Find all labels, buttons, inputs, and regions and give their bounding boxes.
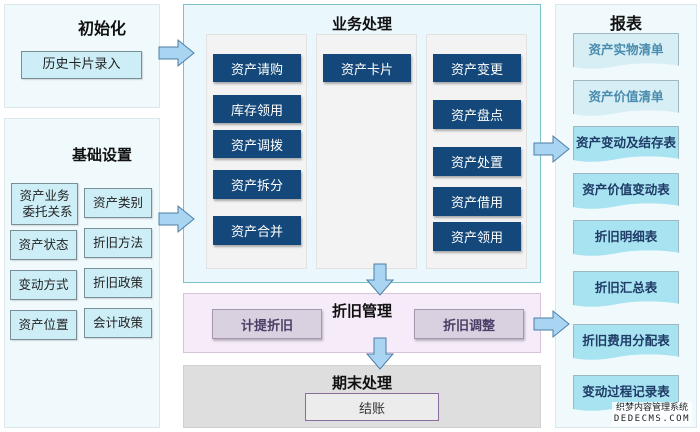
report-label: 折旧费用分配表	[582, 333, 670, 348]
asset-change-button[interactable]: 资产变更	[433, 54, 521, 82]
asset-card-button[interactable]: 资产卡片	[323, 54, 411, 82]
asset-location-button[interactable]: 资产位置	[10, 310, 77, 340]
asset-business-delegation-line2: 委托关系	[22, 204, 73, 219]
report-label: 资产变动及结存表	[575, 135, 676, 150]
watermark-line1: 织梦内容管理系统	[615, 403, 688, 414]
asset-transfer-button[interactable]: 资产调拨	[213, 130, 301, 158]
watermark-line2: DEDECMS.COM	[613, 414, 690, 425]
asset-borrow-button[interactable]: 资产借用	[433, 187, 521, 216]
report-asset-value-change[interactable]: 资产价值变动表	[573, 173, 679, 203]
arrow-right-icon	[533, 309, 570, 339]
report-depreciation-detail[interactable]: 折旧明细表	[573, 220, 679, 250]
report-label: 折旧明细表	[594, 229, 658, 244]
report-asset-change-balance[interactable]: 资产变动及结存表	[573, 126, 679, 156]
arrow-right-icon	[533, 134, 570, 164]
asset-disposal-button[interactable]: 资产处置	[433, 147, 521, 176]
asset-inventory-check-button[interactable]: 资产盘点	[433, 100, 521, 129]
accrue-depreciation-button[interactable]: 计提折旧	[212, 309, 322, 339]
report-label: 资产实物清单	[588, 42, 664, 57]
report-asset-physical-list[interactable]: 资产实物清单	[573, 33, 679, 63]
inventory-collection-button[interactable]: 库存领用	[213, 95, 301, 123]
asset-business-delegation-button[interactable]: 资产业务 委托关系	[11, 183, 78, 225]
asset-status-button[interactable]: 资产状态	[10, 230, 77, 260]
depreciation-adjustment-button[interactable]: 折旧调整	[414, 309, 524, 339]
arrow-down-icon	[365, 263, 395, 296]
business-processing-title: 业务处理	[331, 15, 392, 33]
reports-panel: 报表	[555, 4, 697, 428]
report-label: 资产价值变动表	[582, 182, 670, 197]
report-change-process-record[interactable]: 变动过程记录表	[573, 375, 679, 405]
arrow-down-icon	[365, 337, 395, 370]
init-title: 初始化	[77, 19, 126, 38]
depreciation-management-title: 折旧管理	[331, 302, 392, 320]
report-label: 折旧汇总表	[594, 280, 658, 295]
asset-requisition-button[interactable]: 资产请购	[213, 54, 301, 82]
history-card-entry-button[interactable]: 历史卡片录入	[21, 51, 142, 79]
accounting-policy-button[interactable]: 会计政策	[84, 308, 152, 338]
report-depreciation-allocation[interactable]: 折旧费用分配表	[573, 324, 679, 354]
depreciation-policy-button[interactable]: 折旧政策	[84, 268, 152, 298]
reports-title: 报表	[609, 14, 642, 33]
close-period-button[interactable]: 结账	[305, 393, 439, 421]
asset-collection-button[interactable]: 资产领用	[433, 222, 521, 251]
period-end-title: 期末处理	[331, 374, 392, 392]
report-asset-value-list[interactable]: 资产价值清单	[573, 80, 679, 110]
change-method-button[interactable]: 变动方式	[10, 270, 77, 300]
report-label: 资产价值清单	[588, 89, 664, 104]
report-depreciation-summary[interactable]: 折旧汇总表	[573, 271, 679, 301]
arrow-right-icon	[158, 204, 195, 234]
basic-settings-title: 基础设置	[71, 146, 132, 164]
arrow-right-icon	[158, 38, 195, 68]
asset-category-button[interactable]: 资产类别	[84, 188, 152, 218]
asset-business-delegation-line1: 资产业务	[19, 188, 70, 204]
depreciation-method-button[interactable]: 折旧方法	[84, 228, 152, 258]
asset-split-button[interactable]: 资产拆分	[213, 170, 301, 199]
watermark: 织梦内容管理系统 DEDECMS.COM	[611, 402, 692, 426]
report-label: 变动过程记录表	[582, 384, 670, 399]
asset-merge-button[interactable]: 资产合并	[213, 216, 301, 245]
